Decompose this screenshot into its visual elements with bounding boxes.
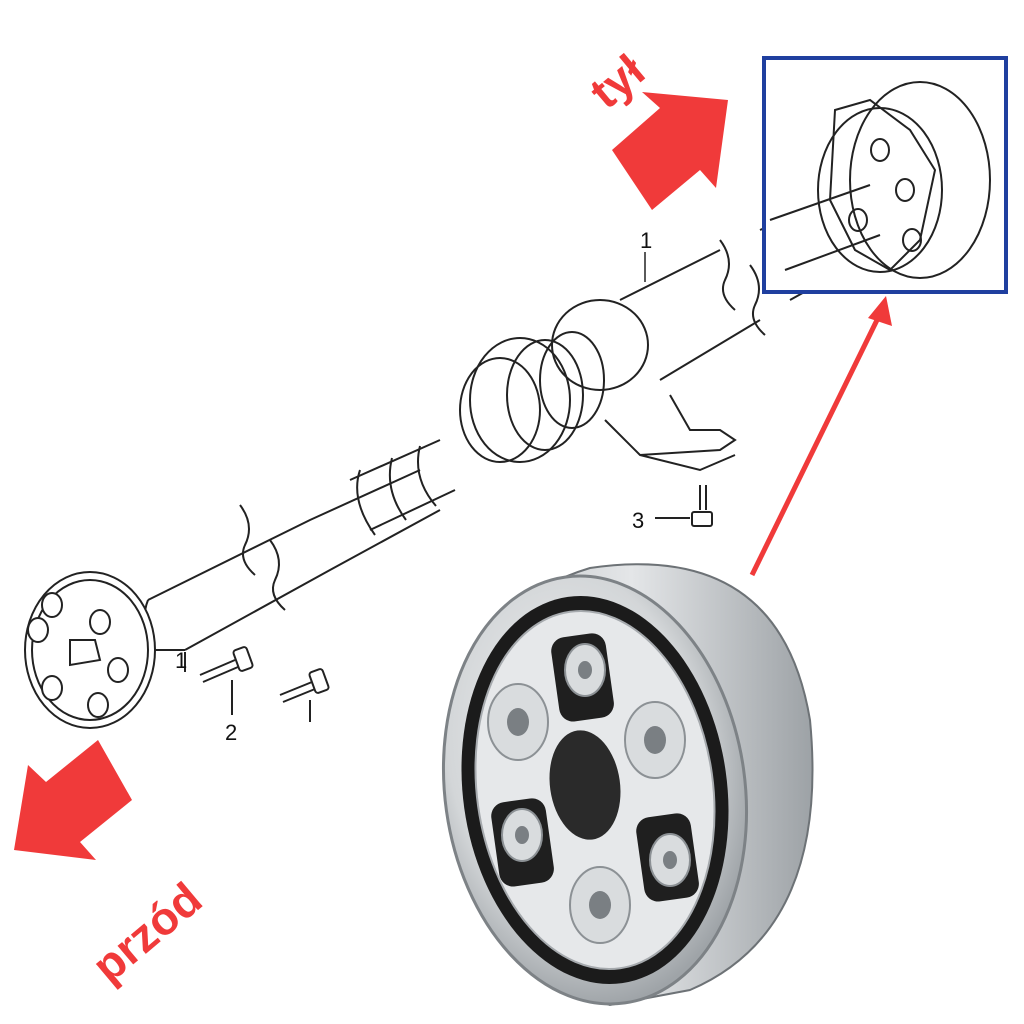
label-rear: tył <box>580 44 655 118</box>
callout-bolt-left: 2 <box>225 720 237 745</box>
front-flex-disc-drawing <box>24 571 156 729</box>
shaft-assembly <box>143 189 881 651</box>
label-front: przód <box>82 872 211 992</box>
flex-disc-photo <box>441 563 814 1007</box>
callout-bolt-center-support: 3 <box>632 508 644 533</box>
callout-shaft: 1 <box>640 228 652 253</box>
arrow-up-right-icon <box>612 92 728 210</box>
arrow-down-left-icon <box>14 740 132 860</box>
rear-coupling-highlight <box>762 56 1008 294</box>
front-bolts-drawing <box>184 646 330 722</box>
callout-bolt-right: 1 <box>175 648 187 673</box>
pointer-arrow <box>749 296 892 577</box>
